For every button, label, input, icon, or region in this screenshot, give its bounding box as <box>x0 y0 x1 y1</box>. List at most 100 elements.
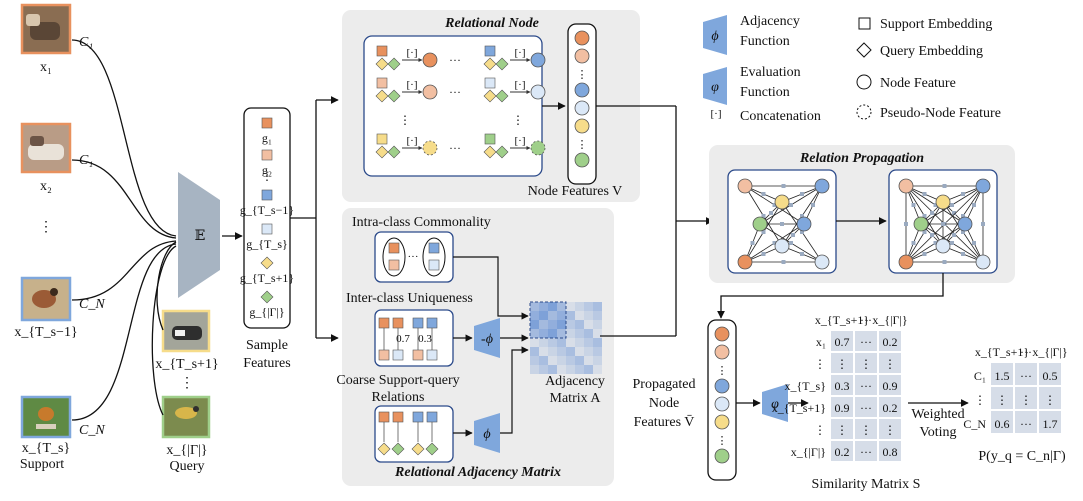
support-label-4: x_{T_s} <box>22 441 70 456</box>
query-embedding-diamond <box>483 145 497 159</box>
feature-circle <box>714 344 730 360</box>
node-feature-circle <box>530 84 546 100</box>
adjacency-cell <box>548 365 557 374</box>
adjacency-cell <box>539 356 548 365</box>
edge-weight <box>950 203 954 207</box>
similarity-cell-value: ··· <box>860 445 872 459</box>
node-feature-circle <box>422 84 438 100</box>
edge-weight <box>800 192 804 196</box>
adjacency-cell <box>566 338 575 347</box>
query-embedding-diamond <box>375 89 389 103</box>
similarity-cell <box>879 375 901 395</box>
column-vdots: ⋮ <box>577 69 588 81</box>
similarity-cell <box>831 419 853 439</box>
support-embedding-square <box>412 349 424 361</box>
query-embedding-diamond <box>387 57 401 71</box>
class-label-1: C₁ <box>79 35 93 50</box>
support-embedding-square <box>426 317 438 329</box>
edge-weight <box>904 222 908 226</box>
pseudo-node-icon <box>856 104 872 120</box>
column-vdots: ⋮ <box>717 435 728 447</box>
support-image-4 <box>20 395 72 439</box>
eval-symbol: φ <box>771 397 779 412</box>
adjacency-cell <box>584 347 593 356</box>
legend-query: Query Embedding <box>880 44 983 59</box>
support-embedding-square <box>376 45 388 57</box>
support-embedding-square <box>376 133 388 145</box>
similarity-cell <box>879 331 901 351</box>
adjacency-cell <box>566 365 575 374</box>
propagated-circles: ⋮⋮ <box>714 326 730 464</box>
support-embedding-square <box>378 317 390 329</box>
graph-node <box>957 216 973 232</box>
adjacency-cell <box>557 365 566 374</box>
concat-symbol: [·] <box>407 47 418 59</box>
voting-cell <box>991 411 1013 433</box>
relational-adjacency-title: Relational Adjacency Matrix <box>394 465 561 480</box>
similarity-cell <box>855 397 877 417</box>
svg-text:···: ··· <box>408 251 419 263</box>
merge-lines <box>596 105 714 337</box>
sample-feature-label: g_{T_s+1} <box>240 271 294 285</box>
query-embedding-diamond <box>425 442 439 456</box>
support-embedding-square <box>261 149 273 161</box>
adjacency-cell <box>575 356 584 365</box>
graph-node <box>935 238 951 254</box>
similarity-cell-value: 0.3 <box>835 379 850 393</box>
similarity-cell <box>855 375 877 395</box>
coarse-value-1: 0.7 <box>396 333 410 345</box>
support-embedding-square <box>484 45 496 57</box>
adjacency-cell <box>593 302 602 311</box>
adjacency-cell <box>557 356 566 365</box>
propagated-label-3: Features V̄ <box>634 414 695 430</box>
adjacency-cell <box>557 338 566 347</box>
phi-minus-label: -ϕ <box>481 332 493 347</box>
query-embedding-diamond <box>483 89 497 103</box>
adjacency-cell <box>593 356 602 365</box>
voting-cell-value: ⋮ <box>1044 393 1056 407</box>
similarity-caption: Similarity Matrix S <box>812 477 921 492</box>
node-feature-circle <box>530 52 546 68</box>
row-dots: ··· <box>449 85 461 99</box>
concat-symbol: [·] <box>515 79 526 91</box>
voting-cell <box>1015 387 1037 409</box>
feature-circle <box>714 414 730 430</box>
adjacency-cell <box>584 356 593 365</box>
adjacency-cell <box>548 347 557 356</box>
concat-symbol: [·] <box>407 135 418 147</box>
edge-weight <box>800 230 804 234</box>
sample-feature-label: g₂ <box>262 163 272 177</box>
query-diamond-icon <box>856 42 872 58</box>
edge-weight <box>800 214 804 218</box>
support-embedding-square <box>412 317 424 329</box>
similarity-cell-value: ··· <box>860 401 872 415</box>
edge-weight <box>930 233 934 237</box>
similarity-cell-value: ⋮ <box>884 357 896 371</box>
feature-circle <box>574 82 590 98</box>
query-label-1: x_{T_s+1} <box>155 357 218 372</box>
edge-weight <box>781 184 786 188</box>
voting-cell <box>991 387 1013 409</box>
probability-caption: P(y_q = C_n|Γ) <box>978 449 1066 464</box>
edge-weight <box>952 233 956 237</box>
node-features-caption: Node Features V <box>528 184 623 199</box>
sample-caption-1: Sample <box>246 338 288 353</box>
concat-symbol: [·] <box>407 79 418 91</box>
legend-evaluation-icon <box>703 67 727 105</box>
adjacency-cell <box>530 302 539 311</box>
support-label-2: x₂ <box>40 179 52 194</box>
feature-circle <box>574 152 590 168</box>
adjacency-cell <box>584 365 593 374</box>
evaluation-fn <box>762 384 788 422</box>
adjacency-label-2: Matrix A <box>550 391 602 406</box>
voting-col-header: x_{|Γ|} <box>1032 345 1067 359</box>
edge-weight <box>961 192 965 196</box>
query-embedding-diamond <box>260 290 274 304</box>
support-square-icon <box>858 17 871 30</box>
feature-circle <box>574 118 590 134</box>
sample-vdots: ⋮ <box>261 169 273 183</box>
propagated-label-1: Propagated <box>633 377 696 392</box>
similarity-cell-value: 0.9 <box>835 401 850 415</box>
